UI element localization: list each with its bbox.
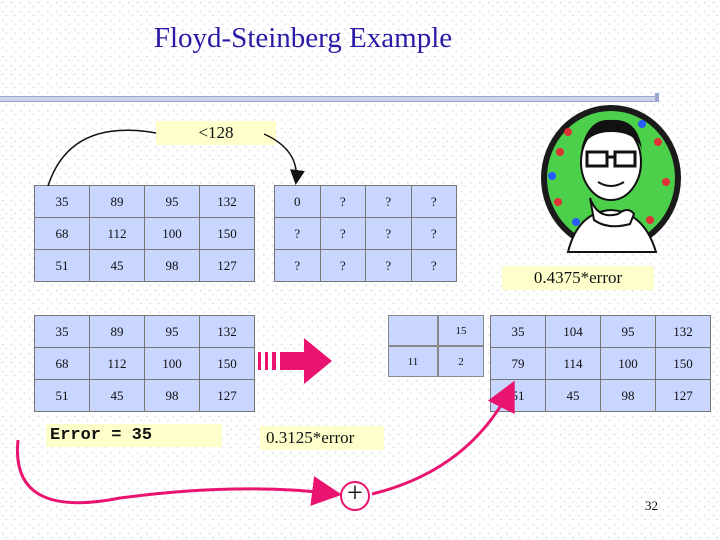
grid-cell: 150 xyxy=(655,347,711,380)
grid-cell: 100 xyxy=(144,347,200,380)
grid-cell: ? xyxy=(410,217,457,250)
grid-cell: 100 xyxy=(144,217,200,250)
grid-cell: ? xyxy=(274,249,321,282)
grid-cell: 45 xyxy=(89,379,145,412)
grid-cell: 132 xyxy=(199,185,255,218)
threshold-label: <128 xyxy=(156,121,276,145)
grid-cell: 68 xyxy=(34,347,90,380)
grid-cell: 150 xyxy=(199,217,255,250)
grid-cell: 89 xyxy=(89,185,145,218)
grid-cell: 127 xyxy=(655,379,711,412)
grid-cell: ? xyxy=(319,185,366,218)
title-divider xyxy=(0,96,655,102)
slide-title: Floyd-Steinberg Example xyxy=(153,22,453,54)
grid-cell: 45 xyxy=(545,379,601,412)
grid-cell: 114 xyxy=(545,347,601,380)
grid-cell: ? xyxy=(319,249,366,282)
error-label: Error = 35 xyxy=(46,424,222,447)
grid-cell: 132 xyxy=(655,315,711,348)
transition-arrow-icon xyxy=(258,338,332,384)
label-bottom-weight: 0.3125*error xyxy=(260,426,384,450)
grid-cell: 132 xyxy=(199,315,255,348)
grid-cell: 127 xyxy=(199,249,255,282)
diffusion-below-cell: 2 xyxy=(438,346,484,377)
output-pixel-grid: 0??????????? xyxy=(274,185,457,282)
grid-row: 0??? xyxy=(274,185,457,218)
grid-cell: 35 xyxy=(490,315,546,348)
sum-plus-icon: + xyxy=(347,478,363,509)
grid-cell: 68 xyxy=(34,217,90,250)
grid-cell: ? xyxy=(410,249,457,282)
grid-cell: ? xyxy=(365,185,412,218)
diffusion-below-left-cell: 11 xyxy=(388,346,438,377)
title-divider-end xyxy=(655,93,659,102)
grid-cell: 112 xyxy=(89,347,145,380)
grid-cell: 51 xyxy=(34,379,90,412)
portrait-illustration xyxy=(541,105,681,253)
grid-cell: 95 xyxy=(144,315,200,348)
grid-row: ???? xyxy=(274,249,457,282)
grid-cell: 104 xyxy=(545,315,601,348)
grid-cell: ? xyxy=(410,185,457,218)
grid-cell: ? xyxy=(365,249,412,282)
grid-cell: 112 xyxy=(89,217,145,250)
label-right-weight: 0.4375*error xyxy=(502,266,654,290)
grid-cell: 89 xyxy=(89,315,145,348)
grid-cell: 127 xyxy=(199,379,255,412)
current-pixel-cell xyxy=(388,315,438,346)
diffusion-right-cell: 15 xyxy=(438,315,484,346)
grid-cell: 45 xyxy=(89,249,145,282)
grid-row: ???? xyxy=(274,217,457,250)
page-number: 32 xyxy=(645,498,658,513)
